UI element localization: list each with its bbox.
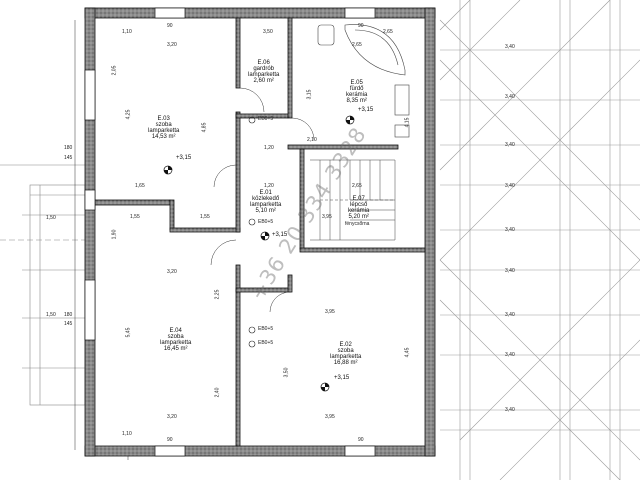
outlet-tag: EB0+5 <box>258 219 274 225</box>
dimension-label: 90 <box>358 437 364 443</box>
dimension-label: 3,50 <box>283 367 290 378</box>
door-swings <box>210 87 315 313</box>
dimension-label: 1,55 <box>200 214 210 220</box>
dimension-label: 3,40 <box>505 142 515 148</box>
dimension-label: 3,40 <box>505 44 515 50</box>
dimension-label: 1,20 <box>264 145 274 151</box>
dimension-label: 2,65 <box>352 42 362 48</box>
left-terrace <box>0 164 92 406</box>
level-label: +3,15 <box>272 232 288 238</box>
stair-label: fénycsőrna <box>345 221 370 227</box>
level-markers <box>163 115 355 392</box>
dimension-label: 3,20 <box>167 269 177 275</box>
dimension-label: 3,40 <box>505 312 515 318</box>
dimension-label: 2,10 <box>307 137 317 143</box>
dimension-label: 3,20 <box>167 414 177 420</box>
room-label-e01: E.01 közlekedő lamparketta 5,10 m² <box>250 190 282 214</box>
dimension-label: 3,40 <box>505 227 515 233</box>
room-label-e06: E.06 gardrób lamparketta 2,60 m² <box>248 60 280 84</box>
level-label: +3,15 <box>358 107 374 113</box>
dimension-label: 5,45 <box>125 327 132 338</box>
room-label-e03: E.03 szoba lamparketta 14,53 m² <box>148 116 180 140</box>
dimension-label: 90 <box>167 437 173 443</box>
level-label: +3,15 <box>334 375 350 381</box>
dimension-label: 3,40 <box>505 94 515 100</box>
dimension-label: 90 <box>358 23 364 29</box>
room-label-e04: E.04 szoba lamparketta 16,45 m² <box>160 328 192 352</box>
dimension-label: 1,10 <box>122 29 132 35</box>
dimension-label: 4,85 <box>201 122 208 133</box>
dimension-label: 3,20 <box>167 42 177 48</box>
dimension-label: 3,50 <box>263 29 273 35</box>
outlet-tag: EB0+5 <box>258 116 274 122</box>
dimension-label: 180 <box>64 145 73 151</box>
outlet-tag: EB0+5 <box>258 326 274 332</box>
dimension-label: 2,05 <box>111 65 118 76</box>
dimension-label: 3,15 <box>306 89 313 100</box>
dimension-label: 1,10 <box>122 431 132 437</box>
dimension-label: 4,15 <box>404 117 411 128</box>
dimension-label: 3,95 <box>322 214 332 220</box>
dimension-label: 180 <box>64 312 73 318</box>
dimension-label: 3,95 <box>325 309 335 315</box>
room-label-e02: E.02 szoba lamparketta 16,88 m² <box>330 342 362 366</box>
dimension-label: 3,40 <box>505 268 515 274</box>
dimension-label: 2,40 <box>214 387 221 398</box>
ceiling-outlets <box>248 116 256 348</box>
windows <box>84 7 376 457</box>
dimension-label: 90 <box>167 23 173 29</box>
dimension-label: 2,65 <box>383 29 393 35</box>
dimension-label: 1,20 <box>264 183 274 189</box>
dimension-label: 2,25 <box>214 289 221 300</box>
dimension-label: 145 <box>64 155 73 161</box>
dimension-label: 3,40 <box>505 183 515 189</box>
staircase <box>310 159 396 241</box>
dimension-label: 1,90 <box>111 229 118 240</box>
outlet-tag: EB0+5 <box>258 340 274 346</box>
dimension-label: 1,50 <box>46 312 56 318</box>
dimension-label: 1,55 <box>130 214 140 220</box>
dimension-label: 145 <box>64 321 73 327</box>
walls <box>84 7 436 457</box>
room-label-e05: E.05 fürdő kerámia 8,35 m² <box>346 80 368 104</box>
bathroom-fixtures <box>317 24 410 138</box>
dimension-label: 1,50 <box>46 215 56 221</box>
dimension-label: 4,25 <box>125 109 132 120</box>
dimension-label: 2,65 <box>352 183 362 189</box>
level-label: +3,15 <box>176 155 192 161</box>
room-label-e07: E.07 lépcső kerámia 5,20 m² <box>348 196 370 220</box>
dimension-label: 4,45 <box>404 347 411 358</box>
dimension-label: 1,65 <box>135 183 145 189</box>
dimension-label: 3,40 <box>505 407 515 413</box>
dimension-label: 3,40 <box>505 352 515 358</box>
dimension-label: 3,95 <box>325 414 335 420</box>
roof-grid <box>439 0 640 480</box>
